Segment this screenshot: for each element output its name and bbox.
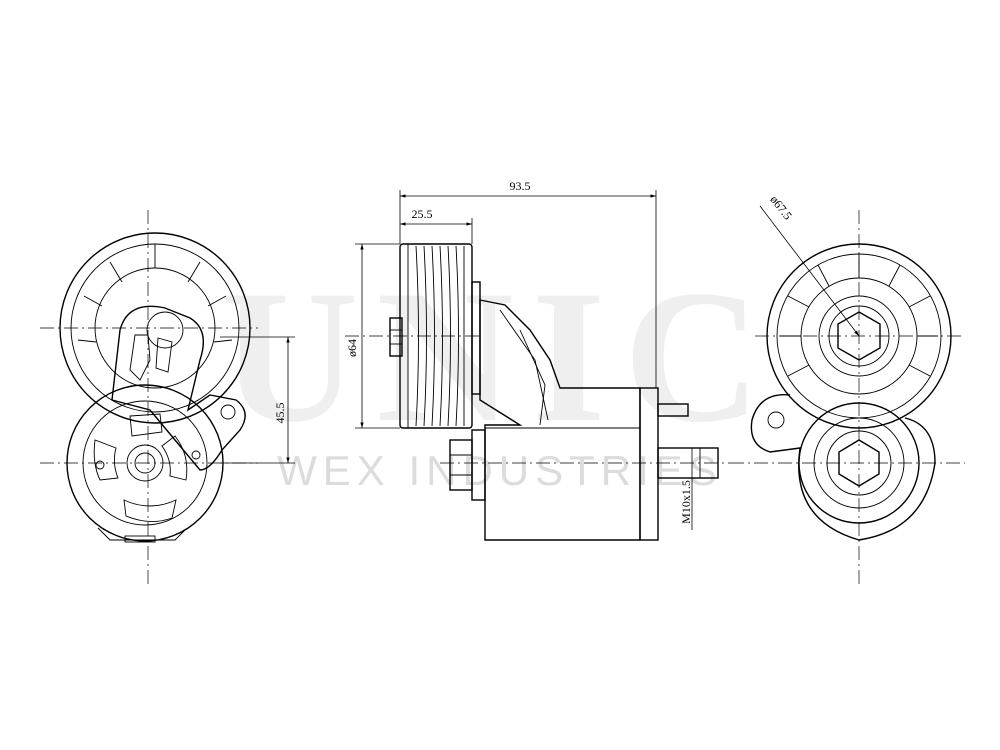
side-view: 93.5 25.5 ø64 M10x1.5 xyxy=(345,179,730,541)
pulley-ribs-right xyxy=(780,254,938,377)
front-view: 45.5 xyxy=(40,210,295,585)
dimension-center-distance: 45.5 xyxy=(220,336,295,464)
pulley-grooves xyxy=(407,244,465,428)
dim-pulley-diameter: ø64 xyxy=(345,339,359,357)
dim-pulley-outer-diameter: ø67.5 xyxy=(767,193,795,223)
dim-center-distance: 45.5 xyxy=(273,403,287,424)
dim-thread: M10x1.5 xyxy=(679,480,693,524)
dim-overall-length: 93.5 xyxy=(510,179,531,193)
watermark-logo: UNIC xyxy=(221,252,779,462)
dimension-pulley-offset: 25.5 xyxy=(400,207,473,244)
dimension-overall-length: 93.5 xyxy=(399,179,657,388)
dimension-thread: M10x1.5 xyxy=(679,448,693,530)
pulley-ribs-left xyxy=(77,244,233,343)
watermark-company: WEX INDUSTRIES xyxy=(277,447,723,494)
dimension-pulley-diameter: ø64 xyxy=(345,243,400,429)
watermark: UNIC WEX INDUSTRIES xyxy=(221,252,779,494)
dim-pulley-offset: 25.5 xyxy=(412,207,433,221)
